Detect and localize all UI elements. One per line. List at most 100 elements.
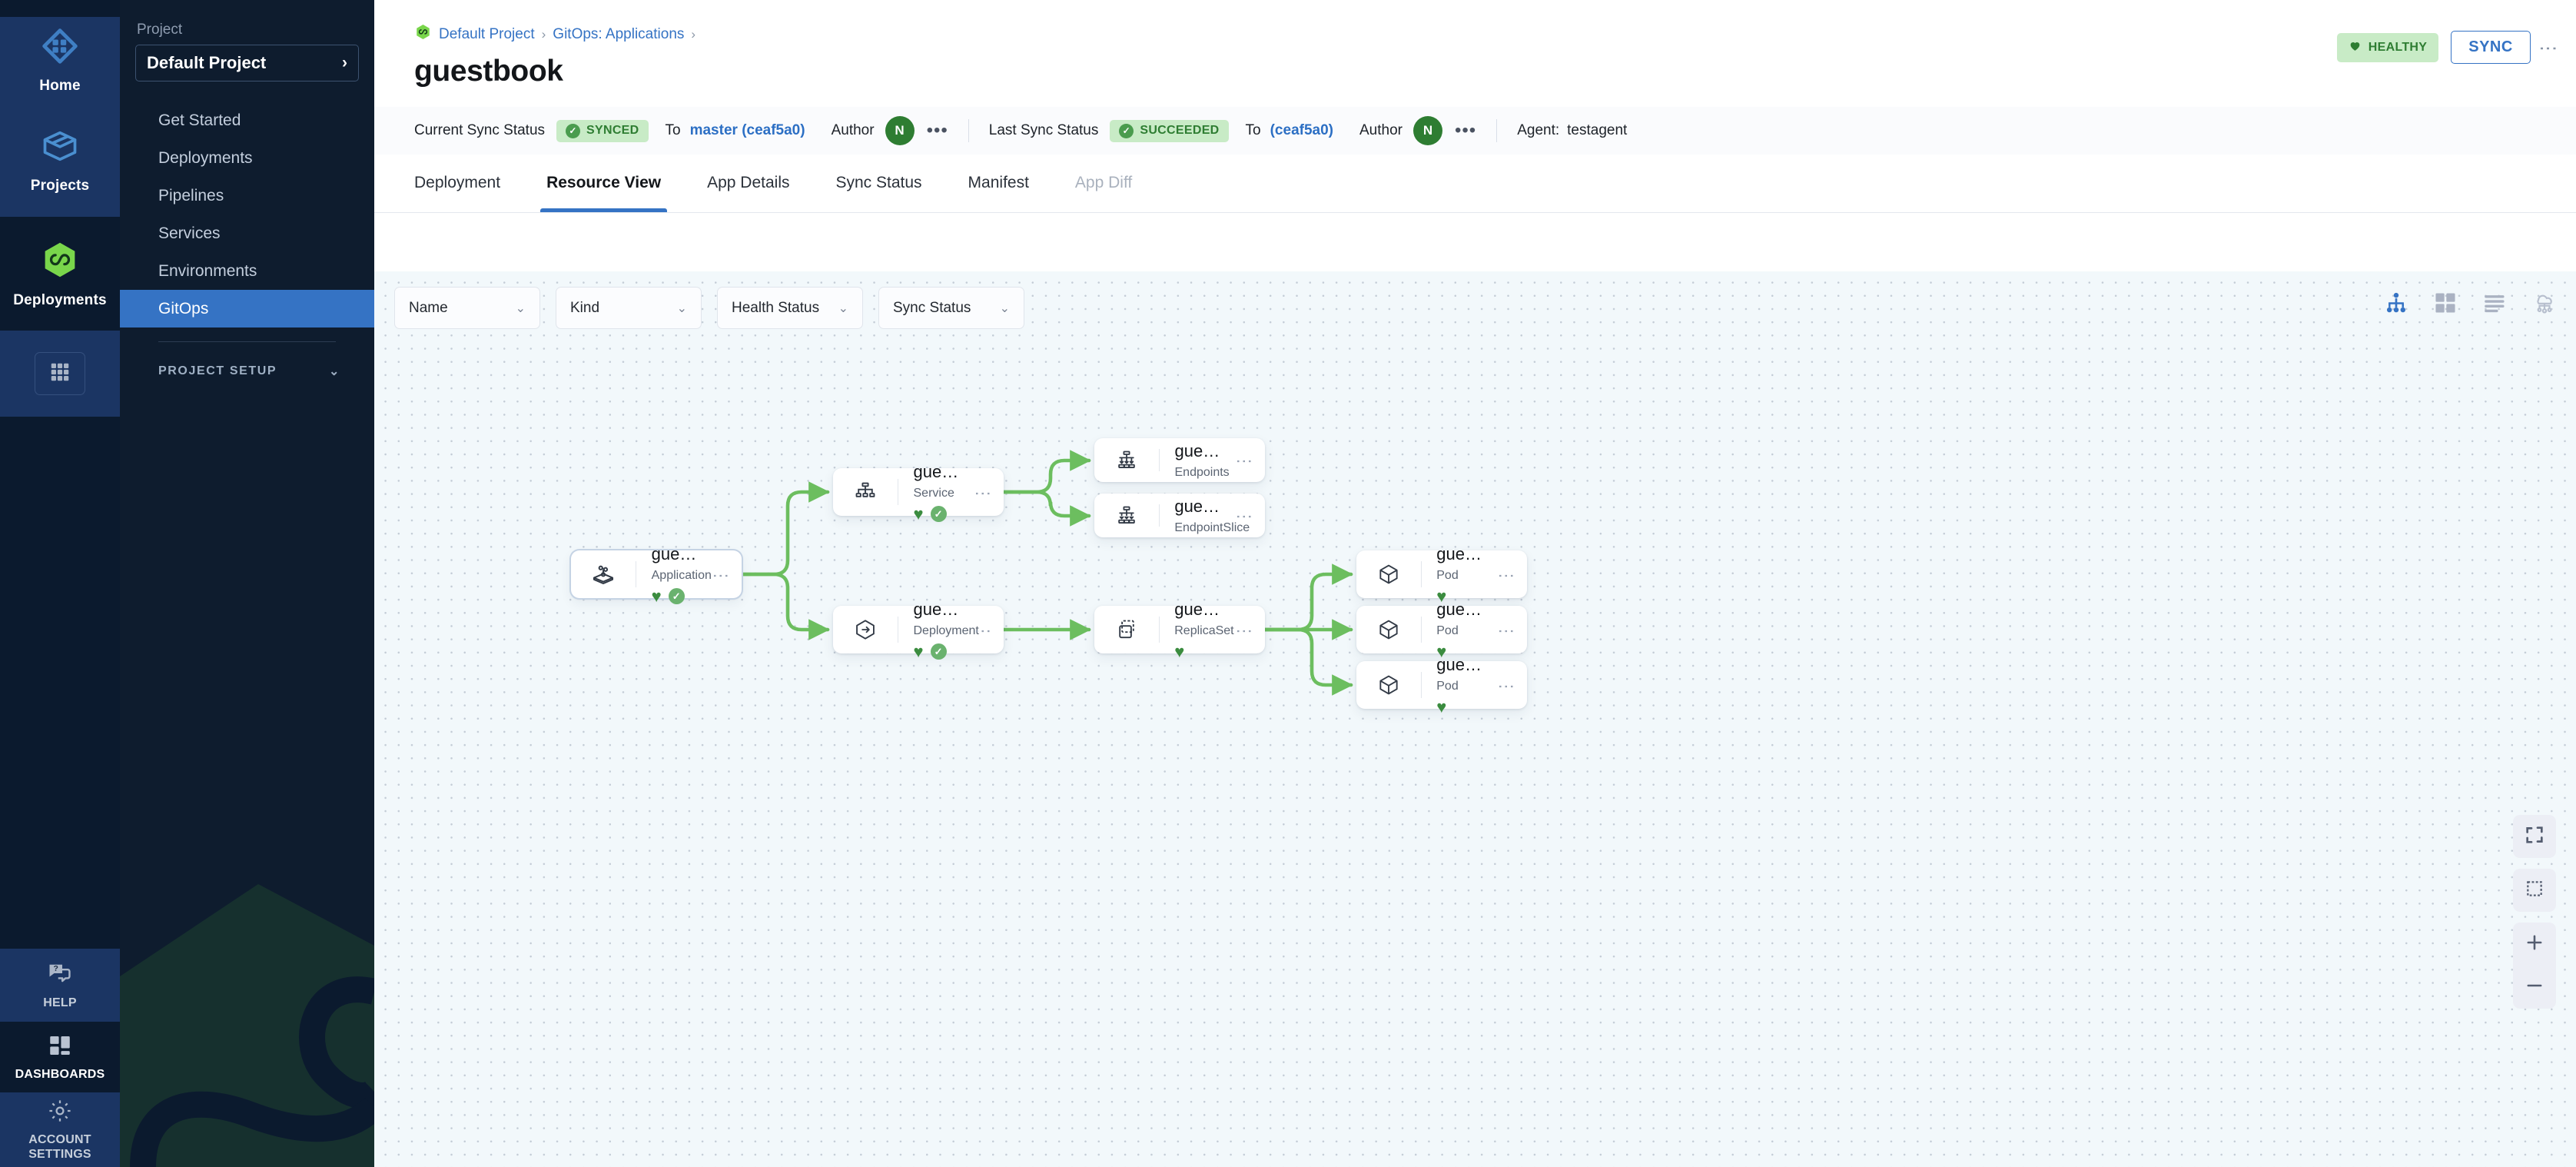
sidebar-item-deployments[interactable]: Deployments: [120, 139, 374, 177]
node-menu-icon[interactable]: ⋮: [1235, 622, 1255, 637]
node-status-badges: ♥: [1436, 586, 1486, 606]
fit-screen-button[interactable]: [2513, 815, 2556, 858]
chevron-down-icon: ⌄: [328, 365, 340, 378]
node-menu-icon[interactable]: ⋮: [712, 567, 732, 582]
node-status-badges: ♥: [1436, 643, 1486, 660]
resource-graph-canvas[interactable]: Name ⌄ Kind ⌄ Health Status ⌄ Sync Statu…: [374, 271, 2576, 1167]
help-chat-icon: ?: [46, 959, 74, 991]
zoom-in-button[interactable]: [2513, 923, 2556, 966]
tab-app-details[interactable]: App Details: [684, 154, 812, 212]
more-vertical-icon[interactable]: ⋮: [2538, 38, 2558, 56]
node-body: guestbook-ui-5b64f6959… Pod ♥: [1421, 600, 1486, 660]
synced-check-icon: ✓: [668, 588, 685, 604]
project-selector[interactable]: Default Project ›: [135, 45, 359, 81]
rail-item-deployments[interactable]: Deployments: [0, 217, 120, 331]
app-grid-button[interactable]: [35, 352, 85, 395]
sidebar-section-project-setup[interactable]: PROJECT SETUP ⌄: [120, 354, 374, 388]
filter-name[interactable]: Name ⌄: [394, 287, 540, 329]
filter-sync-status[interactable]: Sync Status ⌄: [878, 287, 1024, 329]
graph-node-pod-1[interactable]: guestbook-ui-5b64f6959… Pod ♥ ⋮: [1356, 544, 1527, 604]
last-revision-link[interactable]: (ceaf5a0): [1270, 122, 1333, 138]
filter-label: Kind: [570, 299, 600, 316]
sidebar-item-pipelines[interactable]: Pipelines: [120, 177, 374, 214]
heart-icon: ♥: [1436, 586, 1447, 606]
more-horizontal-icon[interactable]: •••: [1454, 119, 1477, 141]
rail-item-help[interactable]: ? HELP: [0, 949, 120, 1022]
node-menu-icon[interactable]: ⋮: [1235, 453, 1255, 467]
node-menu-icon[interactable]: ⋮: [1497, 567, 1517, 582]
graph-node-replicaset[interactable]: guestbook-ui-5b64f69597 ReplicaSet ♥ ⋮: [1094, 600, 1265, 660]
rail-item-label: Projects: [30, 177, 90, 194]
node-body: guestbook Application ♥ ✓: [636, 544, 712, 605]
status-badge-last-sync: ✓ SUCCEEDED: [1110, 119, 1229, 142]
list-view-icon[interactable]: [2482, 291, 2507, 315]
select-box-button[interactable]: [2513, 869, 2556, 912]
tab-label: App Details: [707, 174, 790, 191]
tab-deployment[interactable]: Deployment: [414, 154, 523, 212]
rail-item-projects[interactable]: Projects: [0, 103, 120, 217]
zoom-out-button[interactable]: [2513, 966, 2556, 1009]
node-menu-icon[interactable]: ⋮: [974, 484, 994, 500]
graph-node-deployment[interactable]: guestbook-ui Deployment ♥ ✓ ⋮: [833, 600, 1004, 660]
node-title: guestbook-ui-5b64f6959…: [1436, 599, 1486, 619]
chevron-down-icon: ⌄: [838, 301, 848, 315]
graph-node-pod-2[interactable]: guestbook-ui-5b64f6959… Pod ♥ ⋮: [1356, 600, 1527, 660]
rail-item-account-settings[interactable]: ACCOUNT SETTINGS: [0, 1092, 120, 1167]
breadcrumb: Default Project › GitOps: Applications ›: [374, 0, 2576, 45]
sidebar-item-services[interactable]: Services: [120, 214, 374, 252]
network-view-icon[interactable]: [2531, 290, 2558, 316]
synced-check-icon: ✓: [930, 506, 947, 522]
graph-node-pod-3[interactable]: guestbook-ui-5b64f6959… Pod ♥ ⋮: [1356, 655, 1527, 715]
breadcrumb-item-default-project[interactable]: Default Project: [439, 25, 535, 42]
replicaset-icon: [1094, 617, 1159, 642]
graph-node-endpointslice[interactable]: guestbook-ui-ncpmr EndpointSlice ⋮: [1094, 494, 1265, 537]
node-title: guestbook-ui: [913, 599, 963, 619]
node-body: guestbook-ui-5b64f69597 ReplicaSet ♥: [1159, 600, 1233, 660]
node-menu-icon[interactable]: ⋮: [974, 622, 994, 637]
rail-item-dashboards[interactable]: DASHBOARDS: [0, 1022, 120, 1092]
fit-screen-icon: [2524, 824, 2545, 849]
sidebar-item-label: Get Started: [158, 111, 241, 129]
node-body: guestbook-ui Service ♥ ✓: [898, 462, 962, 523]
sync-button[interactable]: SYNC: [2451, 31, 2531, 64]
node-menu-icon[interactable]: ⋮: [1497, 622, 1517, 637]
breadcrumb-item-gitops-applications[interactable]: GitOps: Applications: [553, 25, 685, 42]
graph-node-service[interactable]: guestbook-ui Service ♥ ✓ ⋮: [833, 462, 1004, 522]
sidebar-item-get-started[interactable]: Get Started: [120, 101, 374, 139]
tab-sync-status[interactable]: Sync Status: [812, 154, 944, 212]
filter-kind[interactable]: Kind ⌄: [556, 287, 702, 329]
sidebar-item-gitops[interactable]: GitOps: [120, 290, 374, 327]
node-title: guestbook: [651, 544, 700, 564]
node-kind: Deployment: [913, 623, 979, 637]
breadcrumb-separator: ›: [691, 26, 696, 42]
rail-bottom-group: ? HELP DASHBOARDS ACCOUNT SETTINGS: [0, 949, 120, 1167]
node-body: guestbook-ui Endpoints: [1160, 441, 1230, 480]
tab-manifest[interactable]: Manifest: [945, 154, 1052, 212]
node-menu-icon[interactable]: ⋮: [1497, 677, 1517, 693]
sync-status-bar: Current Sync Status ✓ SYNCED To master (…: [374, 107, 2576, 155]
tree-view-icon[interactable]: [2384, 291, 2408, 315]
grid-view-icon[interactable]: [2433, 291, 2458, 315]
rail-item-home[interactable]: Home: [0, 17, 120, 103]
graph-node-endpoints[interactable]: guestbook-ui Endpoints ⋮: [1094, 438, 1265, 482]
graph-node-application[interactable]: guestbook Application ♥ ✓ ⋮: [571, 544, 742, 604]
node-kind: Application: [651, 568, 712, 582]
more-horizontal-icon[interactable]: •••: [926, 119, 948, 141]
node-menu-icon[interactable]: ⋮: [1235, 508, 1255, 523]
gear-icon: [47, 1098, 73, 1128]
node-status-badges: ♥ ✓: [914, 643, 963, 660]
node-body: guestbook-ui Deployment ♥ ✓: [898, 599, 979, 660]
tab-resource-view[interactable]: Resource View: [523, 154, 684, 212]
current-revision-link[interactable]: master (ceaf5a0): [689, 122, 805, 138]
node-title: guestbook-ui-5b64f6959…: [1436, 654, 1486, 674]
divider: [1496, 119, 1498, 142]
zoom-in-out-group: [2513, 923, 2556, 1009]
node-status-badges: ♥: [1174, 643, 1223, 660]
sidebar-item-environments[interactable]: Environments: [120, 252, 374, 290]
header-actions: HEALTHY SYNC ⋮: [2336, 31, 2558, 64]
last-to-label: To: [1245, 122, 1261, 138]
filter-health-status[interactable]: Health Status ⌄: [717, 287, 863, 329]
status-badge-health: HEALTHY: [2336, 32, 2439, 62]
zoom-out-icon: [2524, 975, 2545, 1000]
avatar: N: [1412, 116, 1442, 145]
